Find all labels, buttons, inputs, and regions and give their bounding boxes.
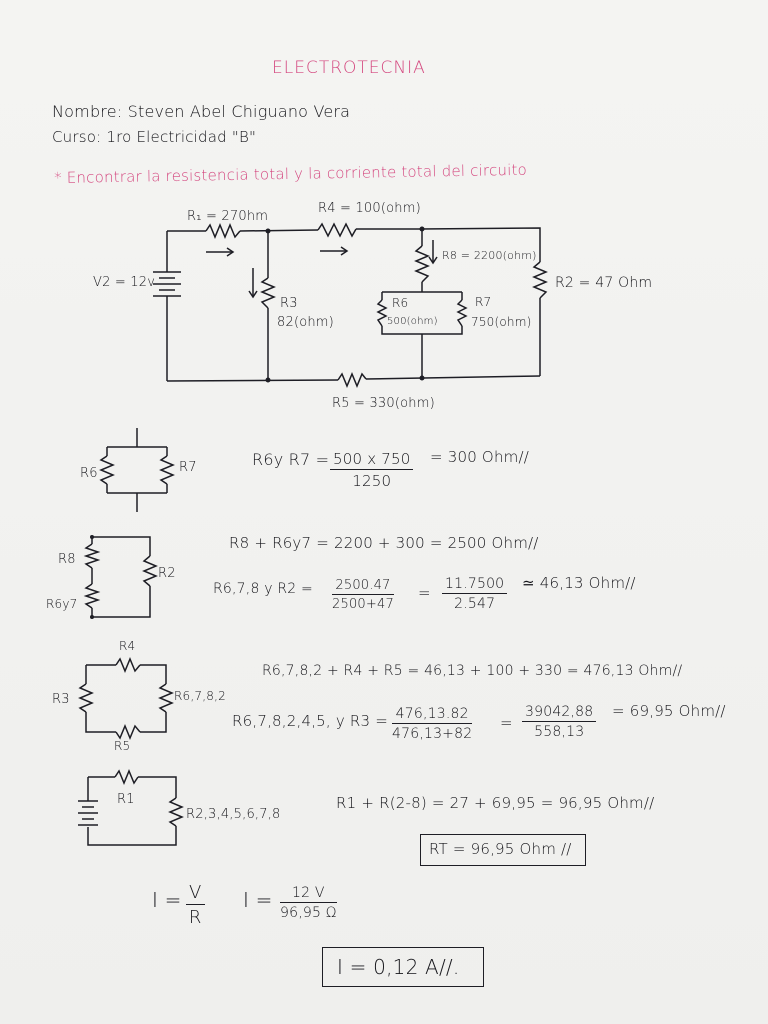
step2-fraction-2: 11.7500 2.547 [442, 576, 508, 612]
step4-label-r1: R1 [117, 792, 135, 807]
step3-label-r4: R4 [119, 639, 136, 653]
step2-diagram [83, 536, 158, 618]
step4-equation: R1 + R(2-8) = 27 + 69,95 = 96,95 Ohm// [336, 794, 655, 812]
current-formula-fraction: V R [186, 882, 205, 928]
label-r3-value: 82(ohm) [277, 315, 334, 330]
step3-label-r6782: R6,7,8,2 [174, 689, 226, 703]
step1-diagram [99, 428, 175, 512]
step1-label-r7: R7 [179, 460, 197, 475]
step2-label-r8: R8 [58, 552, 76, 567]
label-r8: R8 = 2200(ohm) [442, 249, 537, 262]
step1-lhs: R6y R7 = [252, 450, 330, 469]
step2-label-r2: R2 [158, 566, 176, 581]
step3-denominator-1: 476,13+82 [392, 726, 473, 742]
label-r4: R4 = 100(ohm) [318, 201, 421, 216]
current-values-denominator: 96,95 Ω [280, 905, 337, 921]
label-r1: R₁ = 270hm [187, 209, 269, 224]
label-r5: R5 = 330(ohm) [332, 396, 435, 411]
page-title: ELECTROTECNIA [272, 58, 426, 78]
step3-numerator-1: 476,13.82 [392, 706, 473, 724]
current-values-numerator: 12 V [280, 885, 337, 903]
label-r2: R2 = 47 Ohm [555, 275, 653, 291]
step1-fraction: 500 x 750 1250 [330, 450, 414, 490]
battery-icon [153, 271, 181, 297]
label-r3-name: R3 [280, 296, 298, 311]
junction-dots [265, 226, 425, 383]
step3-numerator-2: 39042,88 [522, 704, 597, 722]
total-resistance-result: RT = 96,95 Ohm // [429, 840, 572, 858]
step2-denominator-1: 2500+47 [332, 597, 394, 612]
step3-label-r5: R5 [114, 739, 131, 753]
step3-fraction-2: 39042,88 558,13 [522, 704, 597, 740]
current-formula-numerator: V [186, 882, 205, 905]
label-v2: V2 = 12v [93, 275, 156, 290]
step3-diagram [78, 657, 174, 740]
current-formula-denominator: R [188, 907, 202, 928]
step4-diagram [78, 769, 184, 846]
label-r7-value: 750(ohm) [471, 315, 532, 329]
current-values-fraction: 12 V 96,95 Ω [280, 885, 337, 921]
step2-label-r6y7: R6y7 [46, 597, 78, 611]
step4-label-rest: R2,3,4,5,6,7,8 [186, 807, 281, 822]
total-resistance-box: RT = 96,95 Ohm // [420, 834, 586, 866]
step3-equation-series: R6,7,8,2 + R4 + R5 = 46,13 + 100 + 330 =… [262, 663, 683, 679]
step3-fraction-1: 476,13.82 476,13+82 [392, 706, 473, 742]
label-r6-name: R6 [392, 296, 409, 310]
step1-numerator: 500 x 750 [330, 450, 414, 470]
main-circuit-resistors [205, 222, 548, 388]
student-name-line: Nombre: Steven Abel Chiguano Vera [52, 102, 351, 121]
step3-result: = 69,95 Ohm// [612, 702, 726, 720]
step3-lhs: R6,7,8,2,4,5, y R3 = [232, 712, 389, 730]
final-current-result: I = 0,12 A//. [337, 955, 460, 979]
step3-denominator-2: 558,13 [534, 724, 585, 740]
step3-equals: = [500, 714, 513, 732]
step3-label-r3: R3 [52, 692, 70, 707]
course-line: Curso: 1ro Electricidad "B" [52, 128, 257, 146]
step2-numerator-1: 2500.47 [332, 578, 394, 595]
current-formula-lhs: I = [152, 888, 182, 912]
step1-label-r6: R6 [80, 466, 98, 481]
current-values-lhs: I = [243, 888, 273, 912]
step2-denominator-2: 2.547 [454, 596, 496, 612]
step2-equation-series: R8 + R6y7 = 2200 + 300 = 2500 Ohm// [229, 534, 539, 552]
step2-fraction-1: 2500.47 2500+47 [332, 578, 394, 612]
final-current-box: I = 0,12 A//. [322, 947, 484, 987]
label-r7-name: R7 [475, 295, 492, 309]
step2-numerator-2: 11.7500 [442, 576, 508, 594]
step2-result: ≃ 46,13 Ohm// [522, 574, 636, 592]
main-circuit-wires [166, 227, 541, 382]
step2-equals: = [418, 584, 431, 602]
step1-result: = 300 Ohm// [430, 448, 529, 466]
step1-denominator: 1250 [352, 472, 392, 490]
label-r6-value: 500(ohm) [387, 316, 438, 327]
step2-dots [90, 535, 94, 619]
current-arrow-icons [206, 240, 438, 299]
step2-lhs: R6,7,8 y R2 = [213, 581, 313, 597]
